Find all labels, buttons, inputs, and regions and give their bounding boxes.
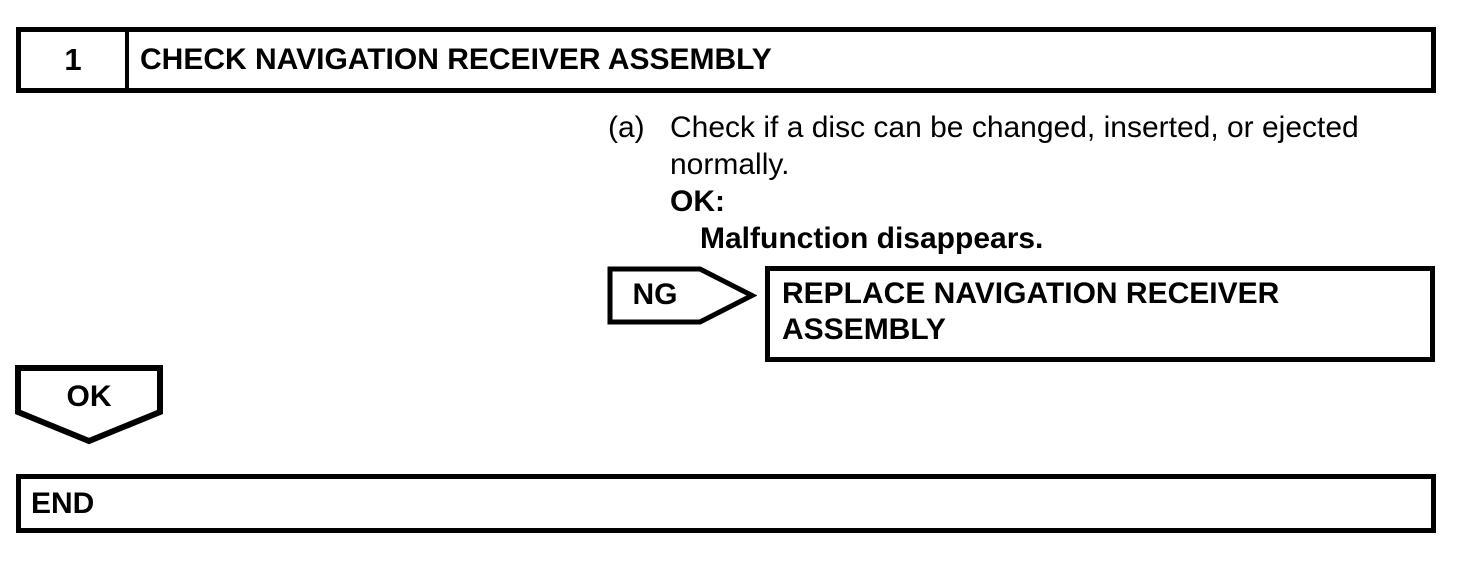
ng-arrow-shape (607, 266, 757, 325)
ok-arrow-polygon (15, 365, 163, 445)
ok-arrow-shape (15, 365, 163, 445)
end-box: END (16, 474, 1436, 533)
step-title: CHECK NAVIGATION RECEIVER ASSEMBLY (140, 43, 772, 76)
step-number: 1 (64, 42, 82, 77)
ng-action-text: REPLACE NAVIGATION RECEIVER ASSEMBLY (782, 277, 1280, 346)
step-title-cell: CHECK NAVIGATION RECEIVER ASSEMBLY (129, 32, 1431, 88)
end-label: END (31, 486, 95, 520)
ok-condition: Malfunction disappears. (700, 222, 1044, 255)
instruction-block: (a) Check if a disc can be changed, inse… (608, 109, 1435, 257)
ng-label: NG (632, 278, 678, 311)
ok-heading: OK: (670, 185, 725, 218)
ng-action-box: REPLACE NAVIGATION RECEIVER ASSEMBLY (765, 266, 1435, 362)
instruction-text: Check if a disc can be changed, inserted… (670, 111, 1359, 181)
step-header: 1 CHECK NAVIGATION RECEIVER ASSEMBLY (16, 27, 1436, 93)
ng-arrow-polygon (607, 266, 757, 325)
ok-label: OK (66, 380, 112, 413)
instruction-marker: (a) (608, 111, 645, 144)
step-number-cell: 1 (21, 32, 129, 88)
